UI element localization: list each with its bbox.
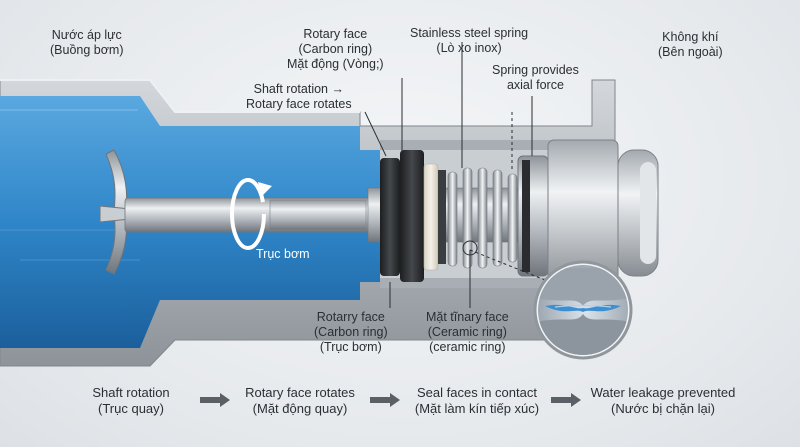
label-outside-air: Không khí (Bên ngoài) — [658, 30, 723, 59]
rotary-carbon-ring — [380, 158, 400, 276]
flow-step-shaft-rotation: Shaft rotation (Trục quay) — [92, 385, 170, 416]
label-shaft: Trục bơm — [256, 247, 310, 261]
stationary-ceramic-ring — [423, 163, 439, 271]
label-rotary-face-top: Rotary face (Carbon ring) Mặt động (Vòng… — [287, 27, 384, 71]
label-rotary-face-bottom: Rotarry face (Carbon ring) (Trục bơm) — [314, 310, 388, 354]
flow-step-seal-faces-contact: Seal faces in contact (Mặt làm kín tiếp … — [414, 385, 540, 416]
label-stationary-face: Mặt tĩnary face (Ceramic ring) (ceramic … — [426, 310, 509, 354]
flow-arrow-icon — [370, 393, 400, 407]
flow-step-leakage-prevented: Water leakage prevented (Nước bị chặn lạ… — [590, 385, 736, 416]
label-spring: Stainless steel spring (Lò xo inox) — [410, 26, 529, 55]
label-pressure-water: Nước áp lực (Buồng bơm) — [50, 28, 124, 57]
rotation-arrow-icon — [230, 178, 272, 250]
label-shaft-rotation-note: Shaft rotation → Rotary face rotates — [246, 82, 352, 111]
flow-step-rotary-face-rotates: Rotary face rotates (Mặt động quay) — [245, 385, 355, 416]
flow-arrow-icon — [551, 393, 581, 407]
magnifier-detail-icon — [533, 260, 633, 360]
flow-arrow-icon — [200, 393, 230, 407]
label-spring-force: Spring provides axial force — [492, 63, 579, 92]
